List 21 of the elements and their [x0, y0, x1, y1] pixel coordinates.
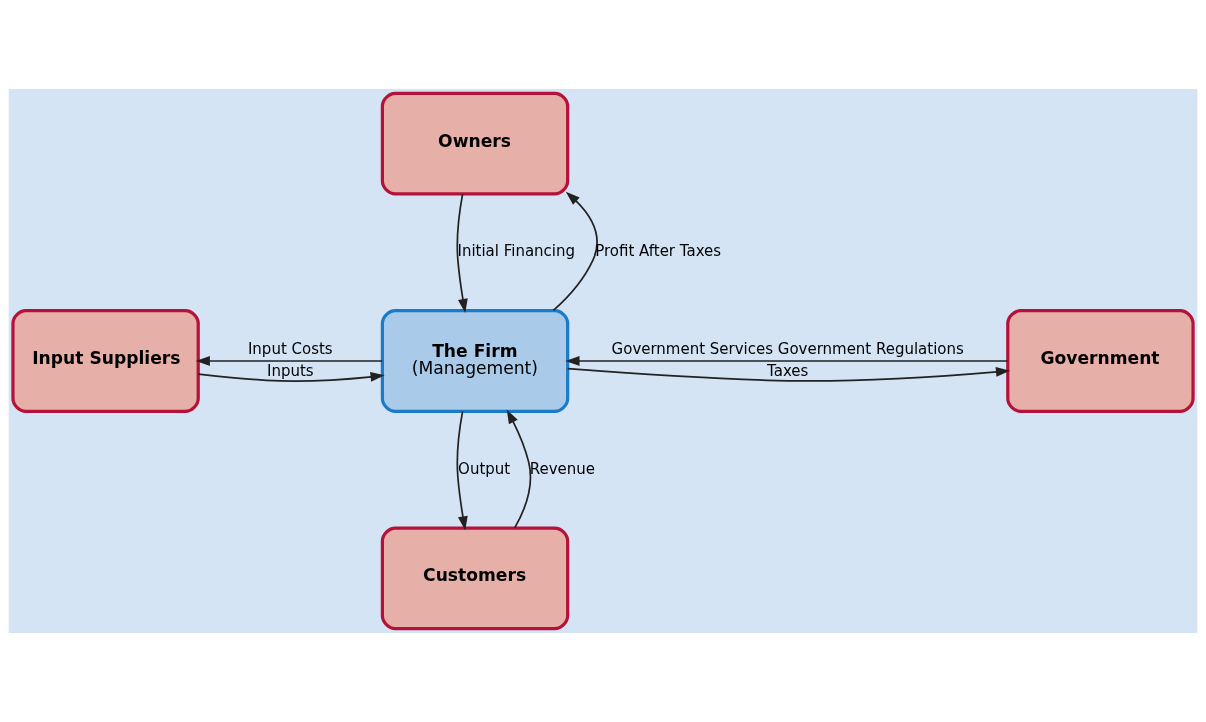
arrow [566, 367, 1011, 382]
edge-label: Profit After Taxes [595, 242, 722, 261]
node-box: Customers [380, 526, 570, 631]
edge-label: Government Services Government Regulations [611, 339, 964, 358]
edge-label: Inputs [267, 362, 314, 381]
arrow [565, 356, 1009, 366]
edge-label: Revenue [529, 459, 595, 478]
node-box: Owners [380, 91, 570, 196]
edge-label: Output [458, 459, 511, 478]
arrow [456, 410, 468, 531]
arrow [456, 193, 468, 314]
edge-label: Initial Financing [457, 242, 576, 261]
arrow [506, 409, 532, 529]
arrow [552, 191, 598, 312]
node-box: Government [1006, 309, 1195, 413]
node-box: The Firm (Management) [380, 309, 570, 413]
node-box: Input Suppliers [11, 309, 200, 413]
edge-label: Taxes [767, 362, 809, 381]
edge-label: Input Costs [247, 339, 333, 358]
arrow [197, 371, 385, 382]
arrow [195, 356, 384, 366]
